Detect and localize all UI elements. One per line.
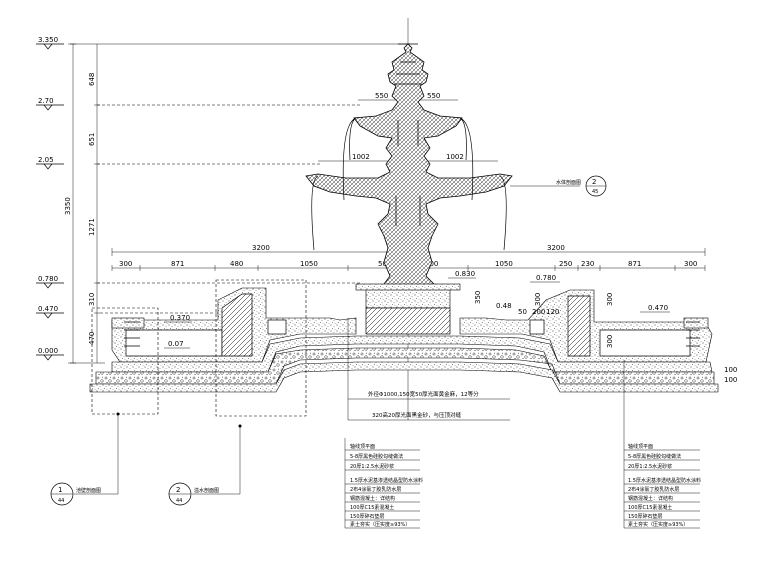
layer-note: 5-8厚黑色硅胶勾缝做法	[350, 453, 403, 460]
layer-note: 5-8厚黑色硅胶勾缝做法	[628, 453, 681, 460]
detail-box-left	[91, 307, 159, 415]
callout-top-right[interactable]: 水体剖面图 2 45	[510, 175, 607, 197]
vertical-dimensions: 3350 648 651 1271 310 470	[64, 43, 410, 364]
dim-segment: 310	[88, 293, 96, 306]
inner-dim: 300	[606, 335, 614, 348]
layer-note: 2布4涂氯丁胶乳防水层	[628, 486, 679, 493]
center-notes: 外径Φ1000,150宽50厚光面黄金麻，12等分 320高20厚光面黑金砂，与…	[347, 318, 510, 421]
elevation-0000: 0.000	[36, 347, 64, 361]
right-layer-notes: 轴线顶平面 5-8厚黑色硅胶勾缝做法 20厚1:2.5水泥砂浆 1.5厚水泥基渗…	[623, 360, 701, 529]
dim-upper-right: 550	[427, 92, 440, 100]
dim-left-chain: 871	[171, 260, 184, 268]
callout-number: 2	[176, 486, 180, 494]
callout-number: 2	[592, 178, 596, 186]
dim-right-chain: 250	[559, 260, 572, 268]
callout-label: 池壁剖面图	[76, 487, 101, 494]
layer-note: 100厚C15素混凝土	[628, 504, 672, 511]
dim-mid-right: 1002	[446, 153, 464, 161]
elevation-label: 0.470	[38, 305, 58, 313]
inner-dim: 300	[606, 293, 614, 306]
level-label: 0.07	[168, 340, 184, 348]
level-label: 0.470	[648, 304, 668, 312]
layer-note: 20厚1:2.5水泥砂浆	[628, 463, 672, 470]
layer-note: 钢筋混凝土：详结构	[350, 495, 395, 502]
elevation-205: 2.05	[36, 156, 64, 170]
layer-note: 150厚碎石垫层	[350, 513, 385, 520]
right-pool	[459, 289, 713, 363]
level-label: 0.780	[536, 274, 556, 282]
left-pool	[111, 287, 357, 363]
dim-right-chain: 300	[684, 260, 697, 268]
callout-label: 水体剖面图	[556, 179, 581, 186]
dim-segment: 470	[88, 332, 96, 345]
elevation-label: 3.350	[38, 36, 58, 44]
callout-number: 1	[58, 486, 62, 494]
callout-sheet: 44	[176, 498, 182, 504]
inner-dim: 100	[724, 366, 737, 374]
dim-right-chain: 1050	[495, 260, 513, 268]
layer-note: 100厚C15素混凝土	[350, 504, 394, 511]
layer-note: 素土夯实（压实度≥93%）	[628, 521, 688, 528]
dim-left-chain: 300	[119, 260, 132, 268]
dim-overall-left: 3200	[252, 244, 270, 252]
callout-sheet: 44	[58, 498, 64, 504]
elevation-label: 2.05	[38, 156, 54, 164]
inner-dim: 200	[532, 308, 545, 316]
dim-right-chain: 871	[628, 260, 641, 268]
left-layer-notes: 轴线顶平面 5-8厚黑色硅胶勾缝做法 20厚1:2.5水泥砂浆 1.5厚水泥基渗…	[344, 438, 423, 529]
note-stone-cap: 外径Φ1000,150宽50厚光面黄金麻，12等分	[368, 390, 479, 398]
layer-note: 钢筋混凝土：详结构	[628, 495, 673, 502]
dim-segment: 648	[88, 73, 96, 86]
layer-note: 1.5厚水泥基渗透结晶型防水涂料	[628, 477, 701, 484]
dim-left-chain: 1050	[300, 260, 318, 268]
layer-note: 素土夯实（压实度≥93%）	[350, 521, 410, 528]
inner-dim: 100	[724, 376, 737, 384]
dim-right-chain: 230	[581, 260, 594, 268]
inner-dim: 120	[546, 308, 559, 316]
inner-dim: 50	[518, 308, 527, 316]
elevation-label: 0.780	[38, 275, 58, 283]
layer-note: 20厚1:2.5水泥砂浆	[350, 463, 394, 470]
elevation-0470: 0.470	[36, 305, 64, 319]
layer-note: 2布4涂氯丁胶乳防水层	[350, 486, 401, 493]
elevation-label: 2.70	[38, 97, 54, 105]
elevation-3350: 3.350	[36, 36, 64, 50]
callout-label: 溢水剖面图	[194, 487, 219, 494]
layer-note: 1.5厚水泥基渗透结晶型防水涂料	[350, 477, 423, 484]
callout-bottom-left-1[interactable]: 1 44 池壁剖面图	[50, 412, 120, 506]
fountain-sculpture	[305, 43, 513, 291]
level-label: 0.830	[455, 270, 475, 278]
water-jets	[311, 117, 507, 251]
elevation-markers: 3.350 2.70 2.05 0.780 0.470 0.000	[36, 36, 64, 361]
dim-right-chain: 500	[425, 260, 438, 268]
dim-upper-left: 550	[375, 92, 388, 100]
elevation-0780: 0.780	[36, 275, 64, 289]
inner-dim: 300	[534, 293, 542, 306]
elevation-270: 2.70	[36, 97, 64, 111]
inner-dim: 350	[474, 291, 482, 304]
layer-note: 150厚碎石垫层	[628, 513, 663, 520]
level-label: 0.48	[496, 302, 512, 310]
elevation-label: 0.000	[38, 347, 58, 355]
layer-note: 轴线顶平面	[628, 443, 653, 450]
note-stone-facing: 320高20厚光面黑金砂，与压顶对缝	[372, 411, 461, 419]
callout-bottom-left-2[interactable]: 2 44 溢水剖面图	[168, 424, 242, 506]
dim-mid-left: 1002	[352, 153, 370, 161]
dim-left-chain: 480	[230, 260, 243, 268]
detail-box-center-left	[215, 279, 307, 417]
base-layers	[89, 335, 719, 393]
central-pedestal	[355, 283, 461, 335]
level-label: 0.370	[170, 314, 190, 322]
dim-overall-height: 3350	[64, 197, 72, 215]
dim-segment: 651	[88, 133, 96, 146]
dim-segment: 1271	[88, 218, 96, 236]
basin-level-marks: 0.830 0.780 0.370 0.07 0.470 0.48 350 50…	[164, 270, 737, 384]
callout-sheet: 45	[592, 189, 598, 195]
layer-note: 轴线顶平面	[350, 443, 375, 450]
dim-overall-right: 3200	[547, 244, 565, 252]
